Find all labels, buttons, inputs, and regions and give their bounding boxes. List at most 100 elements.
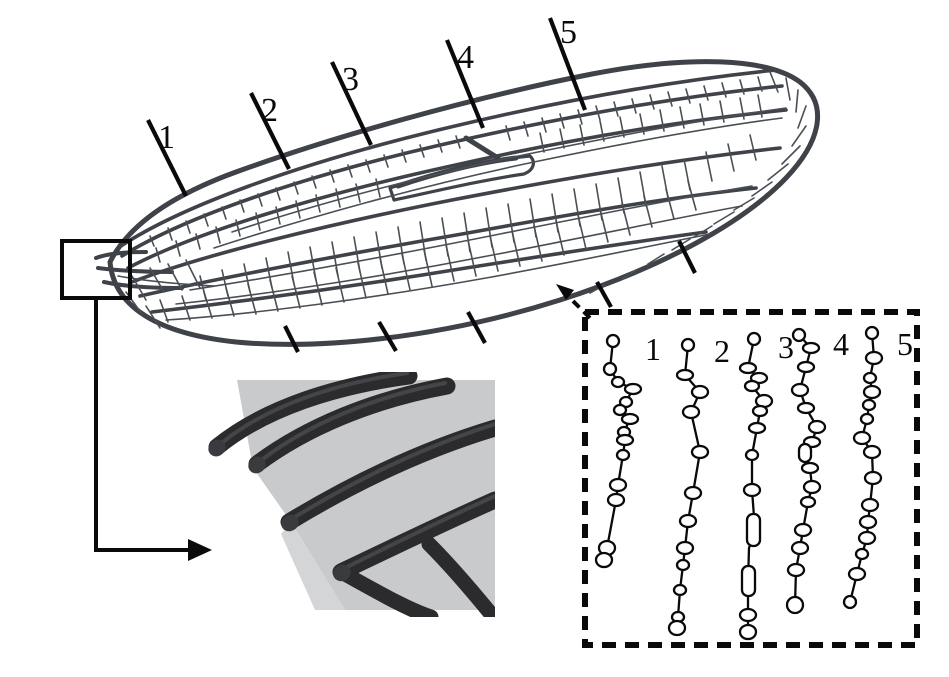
cv-s23 — [739, 97, 745, 120]
callout-3-label: 3 — [342, 61, 359, 98]
cv-l2 — [181, 295, 191, 321]
cv-c30 — [703, 85, 709, 101]
cv-t6 — [781, 145, 801, 165]
cv-t14 — [621, 269, 637, 280]
cv-l23 — [643, 195, 653, 228]
callout-1-label: 1 — [158, 119, 175, 156]
inset-vein-5-branch — [337, 566, 439, 617]
cv-t4 — [797, 105, 807, 129]
trace-5-node-15 — [842, 594, 858, 610]
cv-c28 — [667, 91, 673, 107]
trace-2-node-8 — [675, 540, 695, 556]
trace-4-node-5 — [796, 401, 816, 415]
vein-profile-pointer-line — [564, 292, 592, 320]
cv-l17 — [511, 230, 521, 267]
trace-1-node-10 — [615, 448, 631, 462]
trace-3-node-12 — [738, 607, 758, 623]
nodus — [463, 135, 501, 161]
cv-b7 — [117, 275, 215, 287]
trace-2-node-2 — [675, 368, 695, 382]
cv-c11 — [329, 169, 335, 183]
base-stub-1 — [94, 250, 148, 260]
vein-profile-panel: 1 2 — [556, 284, 920, 648]
trace-4-label: 4 — [833, 326, 849, 362]
trace-1-node-6 — [612, 403, 628, 417]
trace-3-label: 3 — [778, 329, 794, 365]
trace-2-label: 2 — [714, 333, 730, 369]
cv-l19 — [555, 220, 565, 256]
cv-m24 — [705, 151, 713, 182]
cv-l7 — [291, 275, 301, 309]
cv-t9 — [733, 197, 755, 211]
wing-base-3d-closeup-image — [195, 372, 495, 617]
vein-profile-panel-border — [582, 309, 920, 648]
trace-5-node-3 — [862, 371, 878, 385]
crossvein-mesh — [117, 71, 807, 329]
trace-1-node-7 — [620, 412, 640, 426]
trace-1-node-14 — [594, 551, 614, 569]
cv-s5 — [235, 219, 241, 237]
callout-5-leader-line — [548, 17, 587, 111]
trace-2-node-6 — [683, 485, 703, 501]
unlabeled-leader-4 — [595, 280, 613, 309]
cv-t11 — [693, 225, 713, 238]
cv-row1 — [189, 185, 753, 291]
cv-c19 — [505, 125, 511, 141]
vein-radius — [126, 108, 788, 270]
cv-l5 — [247, 283, 257, 315]
cv-l16 — [489, 235, 499, 272]
cv-s13 — [539, 132, 545, 153]
trace-2-node-5 — [690, 444, 710, 460]
trace-5-node-4 — [862, 384, 882, 400]
trace-3-node-8 — [744, 448, 760, 462]
cv-c1 — [149, 235, 155, 247]
callout-5-label: 5 — [560, 14, 577, 51]
cv-l1 — [159, 299, 169, 323]
unlabeled-leader-group — [283, 240, 697, 353]
cv-l13 — [423, 249, 433, 287]
cv-t8 — [751, 181, 773, 197]
trace-5-node-7 — [852, 430, 872, 446]
vein-profile-trace-4: 4 — [785, 326, 849, 615]
cv-s14 — [559, 128, 565, 149]
trace-4-node-13 — [790, 540, 810, 556]
trace-5-node-11 — [858, 514, 878, 530]
trace-1-node-1 — [605, 333, 621, 349]
inset-highlight-1 — [221, 372, 409, 444]
dragonfly-wing — [94, 59, 821, 347]
trace-2-node-4 — [681, 404, 701, 420]
inset-photo-svg — [195, 372, 495, 617]
cv-l6 — [269, 279, 279, 312]
vein-cubitus — [138, 186, 758, 298]
cv-l8 — [313, 271, 323, 306]
cv-c26 — [631, 98, 637, 114]
trace-3-node-6 — [751, 404, 769, 418]
trace-2-node-9 — [675, 558, 691, 572]
trace-3-node-1 — [746, 331, 762, 347]
cv-c18 — [455, 135, 461, 149]
unlabeled-leader-2 — [377, 320, 398, 353]
cv-l24 — [665, 188, 675, 220]
cv-l4 — [225, 287, 235, 317]
numbered-callouts: 1 2 3 4 5 — [146, 14, 587, 197]
vein-profile-trace-3: 3 — [738, 329, 794, 641]
trace-3-node-13 — [738, 623, 758, 641]
trace-5-node-1 — [864, 325, 880, 341]
trace-4-node-6 — [807, 419, 827, 435]
cv-row5 — [231, 107, 787, 233]
trace-1-node-9 — [615, 433, 635, 447]
cv-l21 — [599, 208, 609, 243]
trace-1-node-2 — [602, 361, 618, 377]
vein-media — [130, 146, 782, 284]
cv-c31 — [721, 82, 727, 98]
cv-c25 — [613, 101, 619, 117]
cv-c29 — [685, 88, 691, 104]
cv-c5 — [221, 206, 227, 220]
cv-l18 — [533, 225, 543, 262]
cv-s2 — [175, 240, 181, 257]
cv-c15 — [401, 149, 407, 163]
trace-4-node-15 — [785, 595, 805, 615]
cv-t7 — [767, 163, 789, 181]
cv-c32 — [739, 79, 745, 95]
inset-cut-end-3 — [281, 514, 299, 532]
